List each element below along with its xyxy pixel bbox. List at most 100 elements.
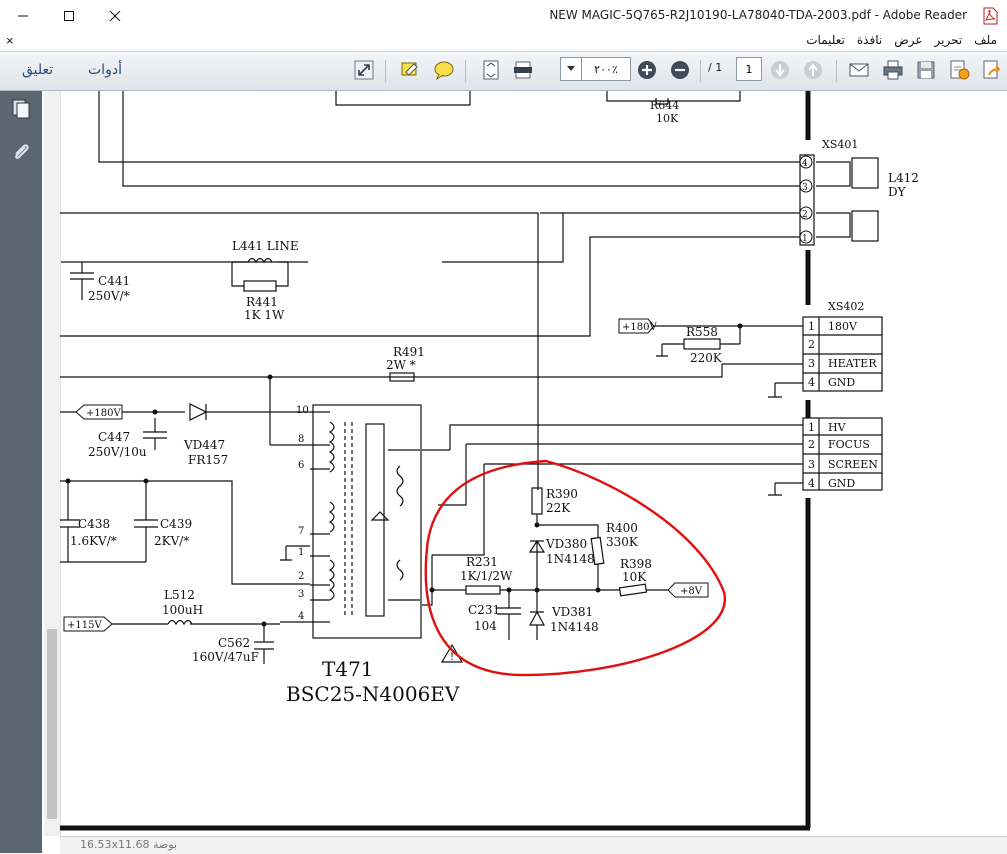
email-button[interactable] [846, 57, 872, 83]
xs401-pin-2: 2 [802, 210, 808, 220]
menu-items: ملف تحرير عرض نافذة تعليمات [806, 33, 997, 47]
menu-window[interactable]: نافذة [856, 33, 883, 47]
page-size-text: 16.53x11.68 بوصة [80, 838, 177, 851]
label-vd381: VD381 [551, 605, 593, 619]
label-c231: C231 [468, 603, 500, 617]
xs401-pin-3: 3 [802, 183, 808, 193]
label-c438-value: 1.6KV/* [70, 534, 117, 548]
label-r231-value: 1K/1/2W [460, 569, 513, 583]
maximize-button[interactable] [46, 0, 92, 31]
label-l512: L512 [164, 588, 195, 602]
sign-button[interactable] [946, 57, 972, 83]
fit-page-button[interactable] [478, 57, 504, 83]
net-8v: +8V [680, 586, 703, 597]
minimize-icon [18, 15, 28, 16]
email-icon [849, 63, 869, 77]
label-r558: R558 [686, 325, 718, 339]
toolbar-separator [385, 60, 386, 82]
warning-icon: ! [450, 652, 454, 663]
label-t471-value: BSC25-N4006EV [286, 682, 460, 706]
zoom-input[interactable]: ٢٠٠٪ [581, 57, 631, 81]
print-button[interactable] [880, 57, 906, 83]
label-vd447: VD447 [183, 438, 225, 452]
close-button[interactable] [92, 0, 138, 31]
t471-pin-6: 6 [298, 460, 304, 471]
document-viewport[interactable] [42, 91, 1007, 853]
label-r390-value: 22K [546, 501, 571, 515]
document-sign-icon [950, 60, 970, 80]
zoom-out-button[interactable] [667, 57, 693, 83]
toolbar-separator [836, 60, 837, 82]
pages-icon[interactable] [10, 98, 32, 120]
hv-label-3: SCREEN [828, 458, 878, 471]
label-r644: R644 [650, 99, 679, 112]
fit-width-button[interactable] [510, 57, 536, 83]
menu-edit[interactable]: تحرير [934, 33, 963, 47]
close-document-icon[interactable]: × [6, 33, 14, 48]
label-vd380-value: 1N4148 [546, 552, 595, 566]
share-button[interactable] [979, 57, 1005, 83]
label-c562-value: 160V/47uF [192, 650, 259, 664]
zoom-out-icon [671, 61, 689, 79]
arrow-up-icon [804, 61, 822, 79]
label-vd380: VD380 [545, 537, 587, 551]
previous-page-button[interactable] [800, 57, 826, 83]
title-bar: NEW MAGIC-5Q765-R2J10190-LA78040-TDA-200… [0, 0, 1007, 31]
label-r231: R231 [466, 555, 498, 569]
next-page-button[interactable] [767, 57, 793, 83]
comment-link[interactable]: تعليق [22, 62, 54, 78]
toolbar-separator [700, 60, 701, 82]
highlight-button[interactable] [397, 57, 423, 83]
net-180v-b: +180V [86, 408, 121, 419]
hv-label-4: GND [828, 477, 855, 490]
vertical-scrollbar[interactable] [44, 91, 61, 836]
scrollbar-thumb[interactable] [47, 629, 57, 819]
label-xs402: XS402 [828, 300, 864, 313]
arrow-down-icon [771, 61, 789, 79]
page-number-input[interactable]: 1 [736, 57, 762, 81]
toolbar-separator [465, 60, 466, 82]
label-c447-value: 250V/10u [88, 445, 147, 459]
zoom-dropdown-button[interactable] [560, 57, 582, 81]
navigation-sidebar [0, 91, 42, 853]
label-r400: R400 [606, 521, 638, 535]
xs402-label-3: HEATER [828, 357, 877, 370]
label-t471: T471 [322, 657, 374, 681]
label-r491-value: 2W * [386, 358, 416, 372]
expand-button[interactable] [351, 57, 377, 83]
t471-pin-4: 4 [298, 611, 304, 622]
save-button[interactable] [913, 57, 939, 83]
zoom-in-button[interactable] [634, 57, 660, 83]
label-r644-value: 10K [656, 112, 679, 125]
label-c447: C447 [98, 430, 130, 444]
save-icon [917, 61, 935, 79]
maximize-icon [64, 10, 74, 21]
status-bar: 16.53x11.68 بوصة [60, 836, 1007, 854]
menu-help[interactable]: تعليمات [806, 33, 845, 47]
label-r390: R390 [546, 487, 578, 501]
hv-label-2: FOCUS [828, 438, 870, 451]
pdf-app-icon [983, 7, 998, 25]
chevron-down-icon [567, 66, 575, 71]
label-l412: L412 [888, 171, 919, 185]
hv-pin-2: 2 [808, 438, 815, 451]
net-180v-a: +180V [622, 322, 657, 333]
label-l441: L441 LINE [232, 239, 299, 253]
label-c438: C438 [78, 517, 110, 531]
t471-pin-8: 8 [298, 434, 304, 445]
xs401-pin-4: 4 [802, 159, 808, 169]
menu-view[interactable]: عرض [894, 33, 923, 47]
xs402-pin-1: 1 [808, 320, 815, 333]
menu-file[interactable]: ملف [974, 33, 997, 47]
schematic-canvas: ! R644 10K XS401 4 3 2 1 L412 DY L441 LI… [60, 91, 919, 831]
minimize-button[interactable] [0, 0, 46, 31]
t471-pin-2: 2 [298, 571, 304, 582]
printer-icon [883, 60, 903, 80]
attachments-icon[interactable] [10, 141, 32, 163]
menu-bar: × ملف تحرير عرض نافذة تعليمات [0, 31, 1007, 52]
label-vd447-value: FR157 [188, 453, 228, 467]
page-total: / 1 [708, 61, 723, 74]
net-115v: +115V [67, 620, 102, 631]
tools-link[interactable]: أدوات [88, 62, 122, 78]
sticky-note-button[interactable] [431, 57, 457, 83]
